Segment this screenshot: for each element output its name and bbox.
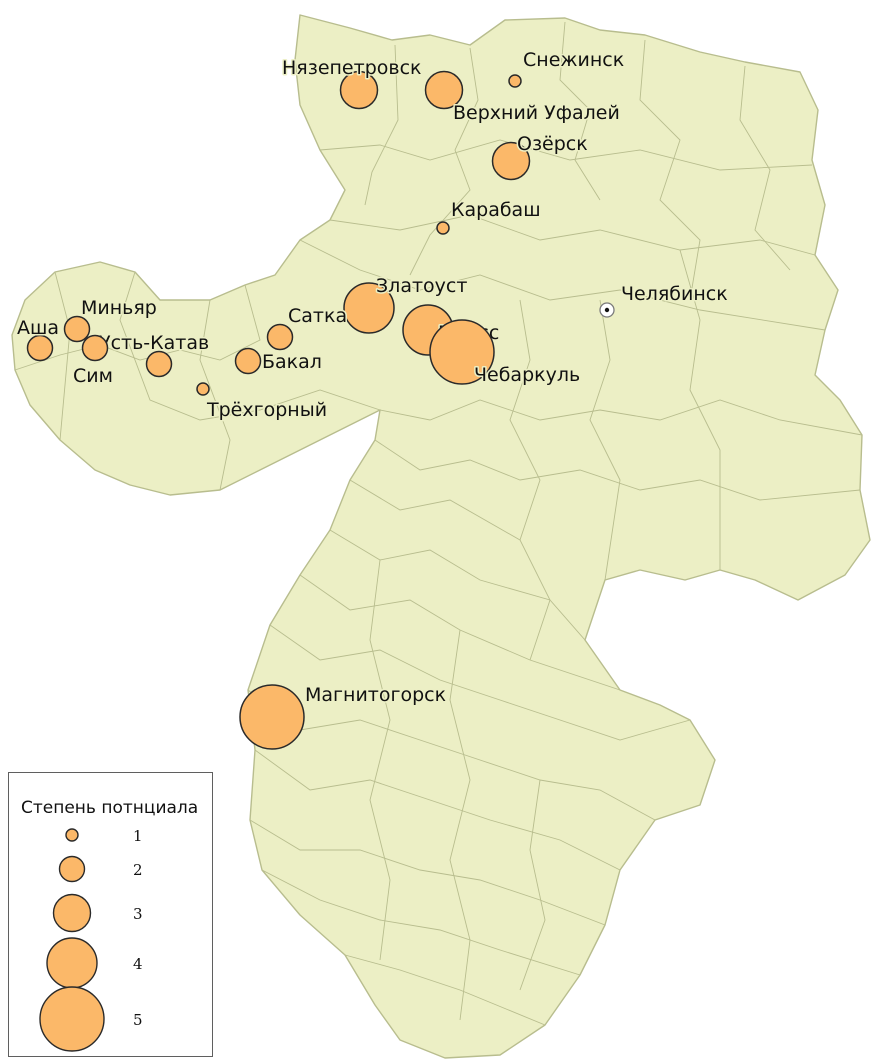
city-bakal[interactable]: Бакал — [234, 347, 323, 375]
city-marker — [266, 323, 294, 351]
city-sim[interactable]: Сим — [72, 334, 114, 389]
city-marker — [26, 334, 54, 362]
city-verkhny-ufaley[interactable]: Верхний Уфалей — [424, 70, 621, 126]
city-minyar[interactable]: Миньяр — [63, 296, 158, 343]
legend-circle-1 — [65, 828, 79, 842]
city-tryokhgorny[interactable]: Трёхгорный — [196, 382, 329, 423]
city-label: Снежинск — [523, 49, 624, 71]
city-satka[interactable]: Сатка — [266, 304, 349, 351]
legend-item-1: 1 — [65, 827, 143, 845]
legend-label-4: 4 — [133, 955, 143, 973]
capital-label: Челябинск — [621, 283, 728, 305]
legend-label-5: 5 — [133, 1011, 143, 1029]
city-marker — [239, 684, 305, 750]
city-zlatoust[interactable]: Златоуст — [343, 274, 469, 334]
city-label: Озёрск — [517, 133, 588, 155]
city-label: Бакал — [262, 351, 322, 373]
city-label: Нязепетровск — [282, 57, 422, 79]
city-label: Трёхгорный — [206, 399, 327, 421]
legend-title: Степень потнциала — [21, 798, 199, 818]
city-magnitogorsk[interactable]: Магнитогорск — [239, 683, 448, 750]
legend-circle-2 — [58, 855, 86, 883]
legend-circle-3 — [52, 893, 92, 933]
legend-label-2: 2 — [133, 861, 143, 879]
city-label: Усть-Катав — [99, 332, 209, 354]
region-outline — [11, 14, 871, 1059]
city-label: Верхний Уфалей — [453, 102, 620, 124]
legend-symbols: 1 2 3 4 5 — [39, 827, 143, 1052]
city-asha[interactable]: Аша — [16, 316, 61, 362]
city-label: Сим — [73, 365, 113, 387]
city-marker — [508, 74, 522, 88]
legend-circle-5 — [39, 986, 105, 1052]
city-marker — [234, 347, 262, 375]
city-marker — [491, 141, 531, 181]
city-marker — [196, 382, 210, 396]
city-label: Чебаркуль — [474, 364, 580, 386]
legend-panel: Степень потнциала 1 2 3 4 5 — [8, 772, 213, 1057]
city-label: Магнитогорск — [305, 684, 446, 706]
legend-item-3: 3 — [52, 893, 143, 933]
city-nyazepetrovsk[interactable]: Нязепетровск — [281, 56, 423, 110]
city-marker — [436, 221, 450, 235]
city-marker — [63, 315, 91, 343]
capital-marker-dot — [604, 307, 610, 313]
capital-chelyabinsk[interactable]: Челябинск — [599, 282, 729, 318]
city-marker — [424, 70, 464, 110]
city-label: Миньяр — [81, 297, 157, 319]
city-label: Сатка — [288, 305, 347, 327]
city-chebarkul[interactable]: Чебаркуль — [429, 319, 582, 388]
city-marker — [429, 319, 495, 385]
city-marker — [145, 350, 173, 378]
legend-circle-4 — [46, 937, 98, 989]
legend-item-4: 4 — [46, 937, 143, 989]
legend-label-1: 1 — [133, 827, 143, 845]
city-karabash[interactable]: Карабаш — [436, 198, 542, 235]
city-snezhinsk[interactable]: Снежинск — [508, 48, 626, 88]
legend-label-3: 3 — [133, 905, 143, 923]
legend-item-2: 2 — [58, 855, 143, 883]
city-marker — [343, 282, 395, 334]
city-label: Златоуст — [376, 275, 467, 297]
city-label: Аша — [17, 317, 59, 339]
city-ust-katav[interactable]: Усть-Катав — [98, 331, 211, 378]
city-label: Карабаш — [451, 199, 541, 221]
legend-item-5: 5 — [39, 986, 143, 1052]
city-marker — [81, 334, 109, 362]
city-marker — [339, 70, 379, 110]
city-ozyorsk[interactable]: Озёрск — [491, 132, 589, 181]
